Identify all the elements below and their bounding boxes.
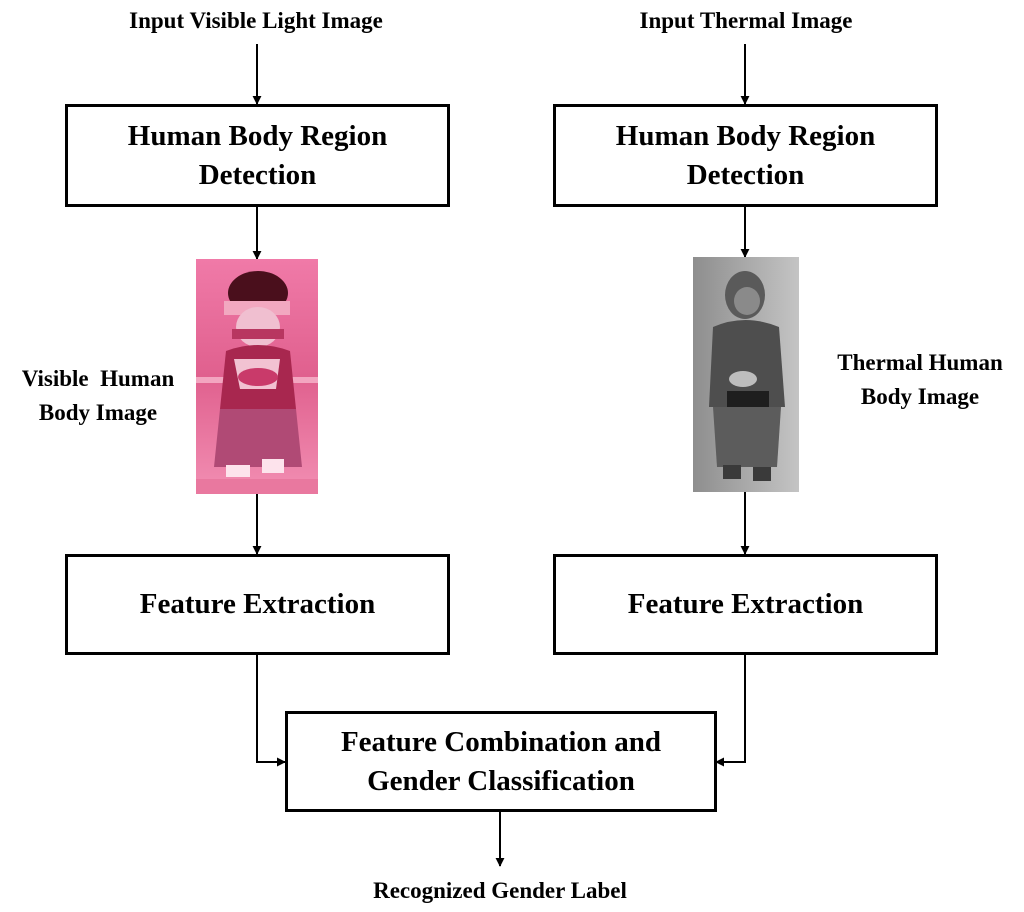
thermal-feature-extraction-label: Feature Extraction (627, 588, 864, 620)
thermal-body-image (693, 257, 799, 492)
visible-detection-line1: Human Body Region (127, 119, 388, 152)
arrow-thermal-feature-to-combination (715, 655, 746, 767)
thermal-body-image-label-line2: Body Image (860, 384, 980, 409)
thermal-detection-line2: Detection (686, 158, 805, 191)
thermal-detection-line1: Human Body Region (615, 119, 876, 152)
output-label: Recognized Gender Label (373, 878, 627, 903)
feature-combination-line2: Gender Classification (367, 764, 635, 797)
visible-body-image-label-line2: Body Image (38, 400, 158, 425)
visible-body-image (196, 259, 318, 494)
visible-body-image-label-line1: Visible Human (21, 366, 175, 391)
visible-feature-extraction-box: Feature Extraction (65, 554, 450, 655)
visible-detection-line2: Detection (198, 158, 317, 191)
feature-combination-line1: Feature Combination and (340, 725, 662, 758)
visible-input-label: Input Visible Light Image (129, 8, 383, 33)
thermal-feature-extraction-box: Feature Extraction (553, 554, 938, 655)
thermal-body-image-label-line1: Thermal Human (837, 350, 1003, 375)
thermal-input-label: Input Thermal Image (639, 8, 853, 33)
visible-body-image-label: Visible Human Body Image (0, 362, 196, 430)
thermal-body-image-label: Thermal Human Body Image (808, 346, 1024, 414)
arrow-visible-feature-to-combination (256, 655, 286, 767)
visible-feature-extraction-label: Feature Extraction (139, 588, 376, 620)
